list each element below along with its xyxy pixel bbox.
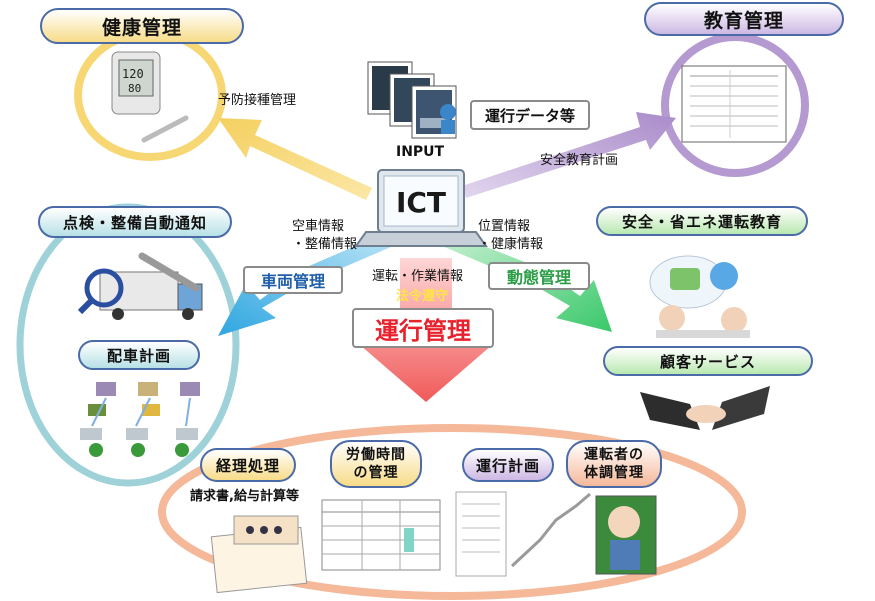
dispatch-network-icon <box>80 382 200 457</box>
driver-portrait-icon <box>595 495 657 575</box>
education-document-icon <box>681 65 787 143</box>
labor-hours-table-icon <box>321 499 441 571</box>
customer-service-pill: 顧客サービス <box>603 346 813 376</box>
labor-hours-line2: の管理 <box>353 465 399 481</box>
vehicle-management-label: 車両管理 <box>260 272 325 291</box>
operation-management-label: 運行管理 <box>375 316 471 345</box>
eco-driving-education-pill: 安全・省エネ運転教育 <box>596 206 808 236</box>
location-info-label: 位置情報 <box>478 219 531 234</box>
inspection-notification-pill: 点検・整備自動通知 <box>38 206 232 238</box>
thermometer-icon <box>141 115 189 143</box>
maintenance-info-label: ・整備情報 <box>292 237 358 252</box>
input-truck-cards-icon <box>367 61 457 139</box>
driver-health-line1: 運転者の <box>584 447 644 463</box>
arrow-to-vehicle <box>218 230 398 336</box>
education-management-label: 教育管理 <box>703 9 784 32</box>
dispatch-plan-label: 配車計画 <box>106 346 171 365</box>
handshake-icon <box>640 386 770 430</box>
labor-hours-line1: 労働時間 <box>346 447 406 463</box>
operation-data-label: 運行データ等 <box>484 106 575 125</box>
ict-laptop-icon <box>354 169 488 247</box>
vehicle-management-box: 車両管理 <box>243 266 343 294</box>
ict-label: ICT <box>395 186 447 219</box>
labor-hours-pill: 労働時間 の管理 <box>330 440 422 488</box>
arrow-to-education <box>462 112 676 198</box>
operation-plan-label: 運行計画 <box>475 456 540 475</box>
health-management-label: 健康管理 <box>101 16 182 39</box>
inspection-notification-label: 点検・整備自動通知 <box>62 213 207 232</box>
health-management-pill: 健康管理 <box>40 8 244 44</box>
customer-service-label: 顧客サービス <box>659 352 756 371</box>
empty-vehicle-info-label: 空車情報 <box>292 219 345 234</box>
operation-work-info-label: 運転・作業情報 <box>372 269 464 284</box>
safety-education-plan-label: 安全教育計画 <box>540 153 619 168</box>
eco-driving-illustration-icon <box>649 255 750 338</box>
input-label: INPUT <box>396 144 445 160</box>
compliance-label: 法令遵守 <box>396 289 449 304</box>
health-info-label: ・健康情報 <box>478 237 544 252</box>
education-management-pill: 教育管理 <box>644 2 844 36</box>
svg-text:120: 120 <box>122 67 144 81</box>
svg-text:80: 80 <box>128 82 141 95</box>
dispatch-plan-pill: 配車計画 <box>78 340 200 370</box>
driver-health-pill: 運転者の 体調管理 <box>566 440 662 488</box>
accounting-label: 経理処理 <box>215 456 280 475</box>
vaccination-management-label: 予防接種管理 <box>218 93 297 108</box>
blood-pressure-monitor-icon: 120 80 <box>111 51 161 115</box>
education-circle <box>661 33 809 177</box>
arrow-to-motion <box>442 232 612 332</box>
bottom-orange-ellipse <box>158 424 746 600</box>
motion-management-box: 動態管理 <box>488 262 590 290</box>
driver-health-line2: 体調管理 <box>584 465 644 481</box>
accounting-detail-label: 請求書,給与計算等 <box>190 489 299 504</box>
operation-management-box: 運行管理 <box>352 308 494 348</box>
operation-plan-map-icon <box>455 491 591 577</box>
accounting-pill: 経理処理 <box>200 448 296 482</box>
operation-data-box: 運行データ等 <box>470 100 590 130</box>
operation-plan-pill: 運行計画 <box>462 448 554 482</box>
motion-management-label: 動態管理 <box>506 268 571 287</box>
inspection-truck-icon <box>77 252 203 320</box>
eco-driving-education-label: 安全・省エネ運転教育 <box>621 212 782 231</box>
arrow-to-health <box>218 118 372 200</box>
invoice-document-icon <box>210 515 308 594</box>
